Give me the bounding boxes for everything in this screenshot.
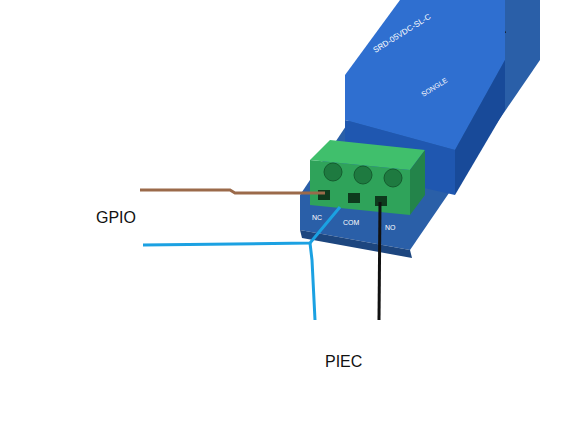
terminal-label: NC — [312, 214, 322, 221]
black-wire — [379, 202, 380, 320]
signal-label: PIEC — [325, 354, 362, 370]
blue-wire — [143, 207, 340, 245]
brown-wire — [140, 190, 325, 193]
relay-side — [455, 60, 505, 195]
blue-wire — [310, 243, 315, 320]
terminal-screw — [354, 166, 372, 184]
terminal-hole — [348, 193, 360, 203]
terminal-side — [410, 150, 425, 215]
terminal-label: COM — [343, 219, 359, 226]
terminal-label: NO — [385, 224, 396, 231]
terminal-screw — [384, 169, 402, 187]
terminal-screw — [324, 163, 342, 181]
signal-label: GPIO — [96, 210, 136, 226]
